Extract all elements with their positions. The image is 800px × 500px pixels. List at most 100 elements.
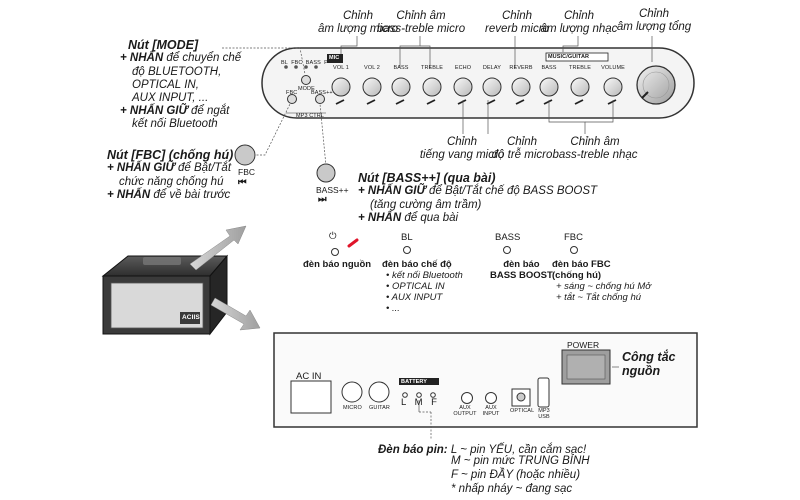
- bass-led-tag: BASS: [495, 232, 521, 243]
- battery-label: BATTERY: [401, 379, 428, 385]
- knob-label: VOL 1: [333, 65, 349, 71]
- power-switch-note: Công tắc nguồn: [622, 350, 675, 379]
- micro-label: MICRO: [343, 405, 362, 411]
- guitar-jack[interactable]: [368, 381, 390, 403]
- fbc-button[interactable]: [234, 144, 256, 166]
- aux-input-jack[interactable]: [485, 392, 497, 404]
- label-line: Chỉnh: [446, 136, 478, 148]
- knob-row: [331, 77, 623, 105]
- bl-led-description: đèn báo chế độ • kết nối Bluetooth• OPTI…: [382, 259, 463, 315]
- knob-8[interactable]: [570, 77, 590, 97]
- action-text: kết nối Bluetooth: [132, 118, 218, 131]
- arrow-to-top-panel: [189, 225, 247, 271]
- label-mic-echo: Chỉnh tiếng vang micro: [414, 136, 510, 162]
- label-line: reverb micro: [485, 23, 549, 36]
- bass-button-small[interactable]: [315, 94, 325, 104]
- battery-led-m: [416, 392, 422, 398]
- knob-scale-mark: [395, 99, 405, 105]
- list-item: + sáng ~ chống hú Mở: [556, 280, 651, 292]
- label-line: âm lượng nhạc: [540, 23, 618, 36]
- knob-6[interactable]: [511, 77, 531, 97]
- bl-led-tag: BL: [401, 232, 413, 243]
- mic-tag-bg: [327, 54, 343, 63]
- knob-1[interactable]: [362, 77, 382, 97]
- label-line: Chỉnh: [638, 8, 670, 20]
- action-text: để chuyển chế: [163, 52, 242, 65]
- knob-0[interactable]: [331, 77, 351, 97]
- action-key: + NHẤN: [107, 188, 151, 201]
- action-key: + NHẤN GIỮ: [120, 105, 188, 118]
- knob-7[interactable]: [539, 77, 559, 97]
- ac-in-label: AC IN: [296, 371, 322, 382]
- bass-button-label: BASS++: [316, 185, 349, 195]
- fbc-button-small[interactable]: [287, 94, 297, 104]
- battery-letter-m: M: [414, 397, 424, 408]
- battery-note-line: F ~ pin ĐẦY (hoặc nhiều): [451, 469, 581, 481]
- action-text: OPTICAL IN,: [132, 78, 199, 91]
- mode-button-small[interactable]: [301, 75, 311, 85]
- list-item: • OPTICAL IN: [386, 280, 445, 292]
- panel-mode-label: MODE: [298, 86, 315, 92]
- indicator-label-bass: BASS: [305, 60, 321, 66]
- bass-led: [503, 246, 511, 254]
- description-line: độ BLUETOOTH,: [120, 66, 241, 79]
- action-key: + NHẤN GIỮ: [358, 185, 426, 198]
- knob-9[interactable]: [603, 77, 623, 97]
- description-line: kết nối Bluetooth: [120, 118, 241, 131]
- knob-3[interactable]: [422, 77, 442, 97]
- panel-mp3-ctrl-label: MP3 CTRL: [296, 113, 324, 119]
- action-key: + NHẤN: [358, 211, 402, 224]
- label-line: tiếng vang micro: [419, 149, 505, 162]
- mp3-usb-label: MP3 USB: [538, 408, 550, 421]
- battery-letter-l: L: [401, 397, 407, 408]
- fbc-led-tag: FBC: [564, 232, 583, 243]
- arrow-to-back-panel: [210, 297, 261, 331]
- description-line: + NHẤN để chuyển chế: [120, 52, 241, 65]
- list-item: + tắt ~ Tắt chống hú: [556, 291, 642, 303]
- guitar-label: GUITAR: [369, 405, 390, 411]
- description-line: AUX INPUT, ...: [120, 92, 241, 105]
- knob-label: BASS: [393, 65, 409, 71]
- power-icon: ⏻: [329, 231, 337, 242]
- power-switch-label: POWER: [567, 340, 600, 350]
- label-mic-volume: Chỉnh âm lượng micro: [312, 10, 404, 36]
- knob-4[interactable]: [453, 77, 473, 97]
- back-panel-outline: [273, 332, 698, 428]
- bl-led: [403, 246, 411, 254]
- speaker-illustration: [101, 254, 229, 336]
- battery-tag-bg: [399, 378, 439, 385]
- usb-port[interactable]: [537, 377, 550, 408]
- ac-in-socket: [290, 380, 332, 414]
- bass-title: Nút [BASS++] (qua bài): [358, 171, 496, 185]
- description-line: OPTICAL IN,: [120, 79, 241, 92]
- label-mic-reverb: Chỉnh reverb micro: [475, 10, 559, 36]
- label-line: Chỉnh âm: [570, 136, 620, 148]
- micro-jack[interactable]: [341, 381, 363, 403]
- battery-led-letters: L M F: [401, 397, 438, 409]
- action-text: để qua bài: [401, 211, 459, 224]
- battery-letter-f: F: [431, 397, 438, 408]
- battery-led-f: [430, 392, 436, 398]
- label-music-bass-treble: Chỉnh âm bass-treble nhạc: [545, 136, 645, 162]
- description-line: + NHẤN để về bài trước: [107, 189, 233, 202]
- battery-note-line: L ~ pin YẾU, cần cắm sạc!: [447, 444, 587, 456]
- indicator-dot: [294, 65, 298, 69]
- battery-note-line: * nhấp nháy ~ đang sạc: [451, 483, 573, 495]
- music-guitar-tag: MUSIC/GUITAR: [548, 54, 590, 60]
- knob-5[interactable]: [482, 77, 502, 97]
- aux-output-jack[interactable]: [461, 392, 473, 404]
- battery-led-l: [402, 392, 408, 398]
- fbc-led: [570, 246, 578, 254]
- fbc-led-title: đèn báo FBC: [552, 259, 611, 270]
- aux-input-label: AUX INPUT: [482, 405, 500, 418]
- knob-label: ECHO: [454, 65, 472, 71]
- knob-2[interactable]: [391, 77, 411, 97]
- label-master-volume: Chỉnh âm lượng tổng: [612, 8, 696, 34]
- knob-scale-mark: [607, 99, 617, 105]
- bass-boost-button[interactable]: [316, 163, 336, 183]
- indicator-dot: [304, 65, 308, 69]
- label-mic-delay: Chỉnh độ trễ micro: [484, 136, 560, 162]
- label-line: bass-treble micro: [376, 23, 466, 36]
